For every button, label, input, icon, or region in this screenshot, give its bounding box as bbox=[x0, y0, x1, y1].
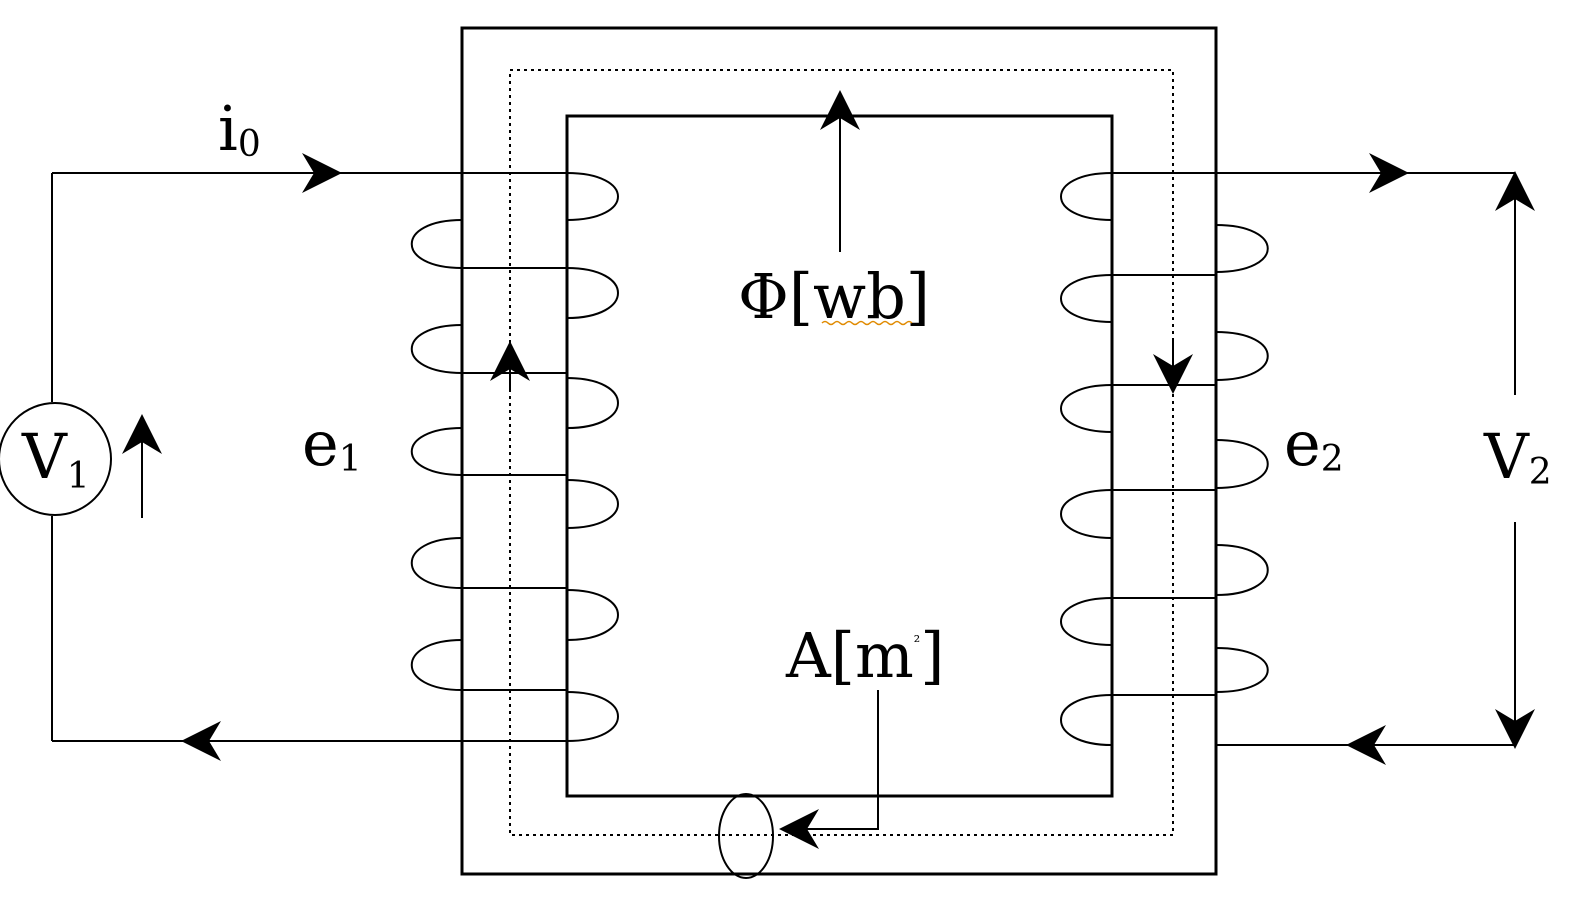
emf-primary-label: e1 bbox=[302, 407, 362, 480]
source-label: V1 bbox=[21, 420, 90, 497]
area-pointer-line bbox=[779, 690, 879, 849]
spellcheck-underline bbox=[821, 320, 913, 326]
voltage-source-circle bbox=[0, 402, 112, 516]
current-label: i0 bbox=[218, 92, 261, 165]
core-cross-section bbox=[718, 793, 774, 879]
primary-winding bbox=[410, 172, 619, 742]
output-voltage-label: V2 bbox=[1483, 420, 1552, 493]
flux-label: Φ[wb] bbox=[738, 260, 930, 333]
flux-path-dotted bbox=[509, 69, 1174, 836]
emf-secondary-label: e2 bbox=[1284, 407, 1344, 480]
area-label: A[m²] bbox=[785, 619, 944, 692]
secondary-winding bbox=[1060, 172, 1269, 746]
core-outer-edge bbox=[460, 26, 1218, 876]
